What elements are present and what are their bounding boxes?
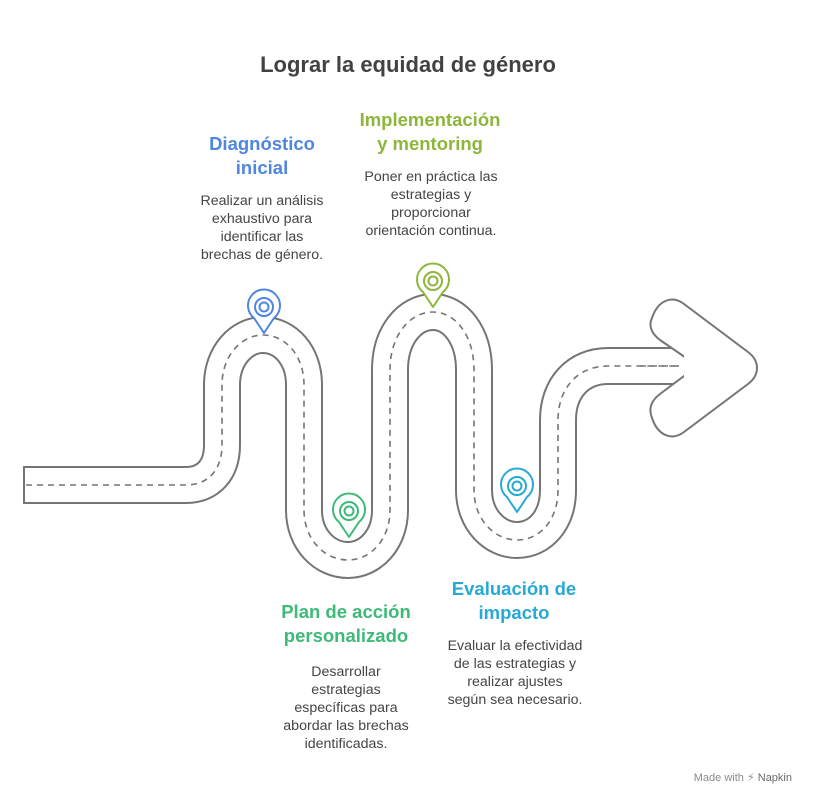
napkin-credit: Made with ⚡ Napkin bbox=[694, 771, 792, 784]
road-arrowhead bbox=[649, 298, 758, 438]
step-title-implementacion: Implementación y mentoring bbox=[359, 109, 501, 154]
pin-evaluacion-icon bbox=[500, 467, 534, 513]
pin-implementacion-icon bbox=[416, 262, 450, 308]
pin-diagnostico-icon bbox=[247, 288, 281, 334]
step-title-diagnostico: Diagnóstico inicial bbox=[209, 133, 315, 178]
road-center-dashes bbox=[26, 311, 680, 561]
credit-brand: Napkin bbox=[757, 772, 792, 784]
diagram-title: Lograr la equidad de género bbox=[260, 52, 556, 77]
step-desc-plan: Desarrollar estrategias específicas para… bbox=[283, 664, 409, 752]
step-desc-evaluacion: Evaluar la efectividad de las estrategia… bbox=[447, 638, 583, 708]
step-desc-diagnostico: Realizar un análisis exhaustivo para ide… bbox=[200, 193, 324, 263]
napkin-logo-icon: ⚡ bbox=[746, 772, 755, 784]
step-title-plan: Plan de acción personalizado bbox=[281, 601, 411, 646]
step-title-evaluacion: Evaluación de impacto bbox=[451, 578, 577, 623]
credit-prefix: Made with bbox=[693, 772, 744, 784]
step-desc-implementacion: Poner en práctica las estrategias y prop… bbox=[364, 169, 498, 239]
pin-plan-icon bbox=[332, 492, 366, 538]
